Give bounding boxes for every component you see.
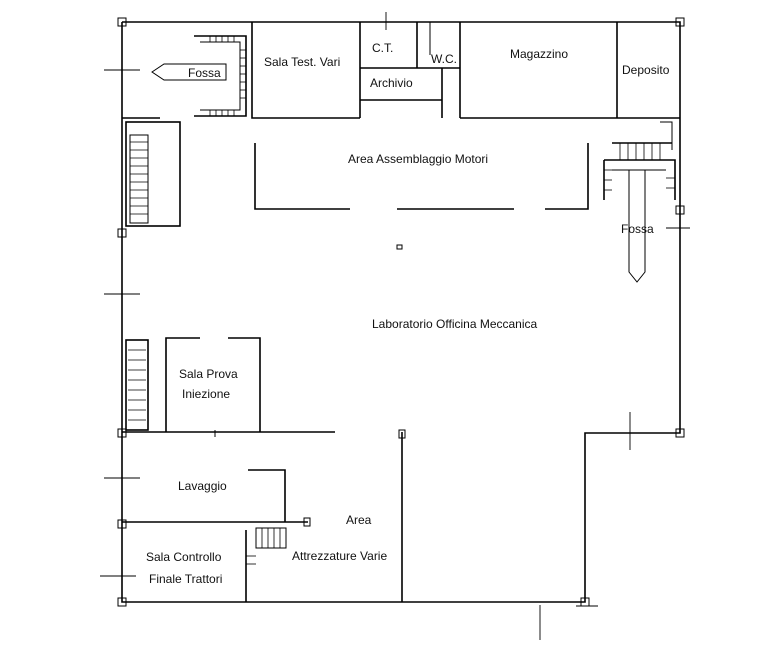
fossa-top-stair <box>151 35 247 117</box>
label-area: Area <box>346 513 372 527</box>
label-laboratorio-officina-meccanica: Laboratorio Officina Meccanica <box>372 317 538 331</box>
label-area-assemblaggio-motori: Area Assemblaggio Motori <box>348 152 488 166</box>
label-archivio: Archivio <box>370 76 413 90</box>
label-fossa-right: Fossa <box>621 222 654 236</box>
label-fossa-top: Fossa <box>188 66 221 80</box>
label-attrezzature-varie: Attrezzature Varie <box>292 549 387 563</box>
label-deposito: Deposito <box>622 63 670 77</box>
axis-marks <box>100 12 690 640</box>
left-stair <box>125 121 181 227</box>
label-wc: W.C. <box>431 52 457 66</box>
label-sala-prova: Sala Prova <box>179 367 238 381</box>
label-iniezione: Iniezione <box>182 387 230 401</box>
assembly-partitions <box>254 143 589 250</box>
top-room-walls <box>122 22 680 119</box>
label-lavaggio: Lavaggio <box>178 479 227 493</box>
label-magazzino: Magazzino <box>510 47 568 61</box>
outer-walls <box>117 17 685 607</box>
label-finale-trattori: Finale Trattori <box>149 572 222 586</box>
right-stair-fossa <box>603 121 676 283</box>
label-sala-controllo: Sala Controllo <box>146 550 222 564</box>
sala-prova-walls <box>122 337 335 437</box>
label-ct: C.T. <box>372 41 393 55</box>
label-sala-test-vari: Sala Test. Vari <box>264 55 340 69</box>
room-labels: Fossa Sala Test. Vari C.T. W.C. Archivio… <box>146 41 670 586</box>
lower-left-walls <box>122 429 406 602</box>
